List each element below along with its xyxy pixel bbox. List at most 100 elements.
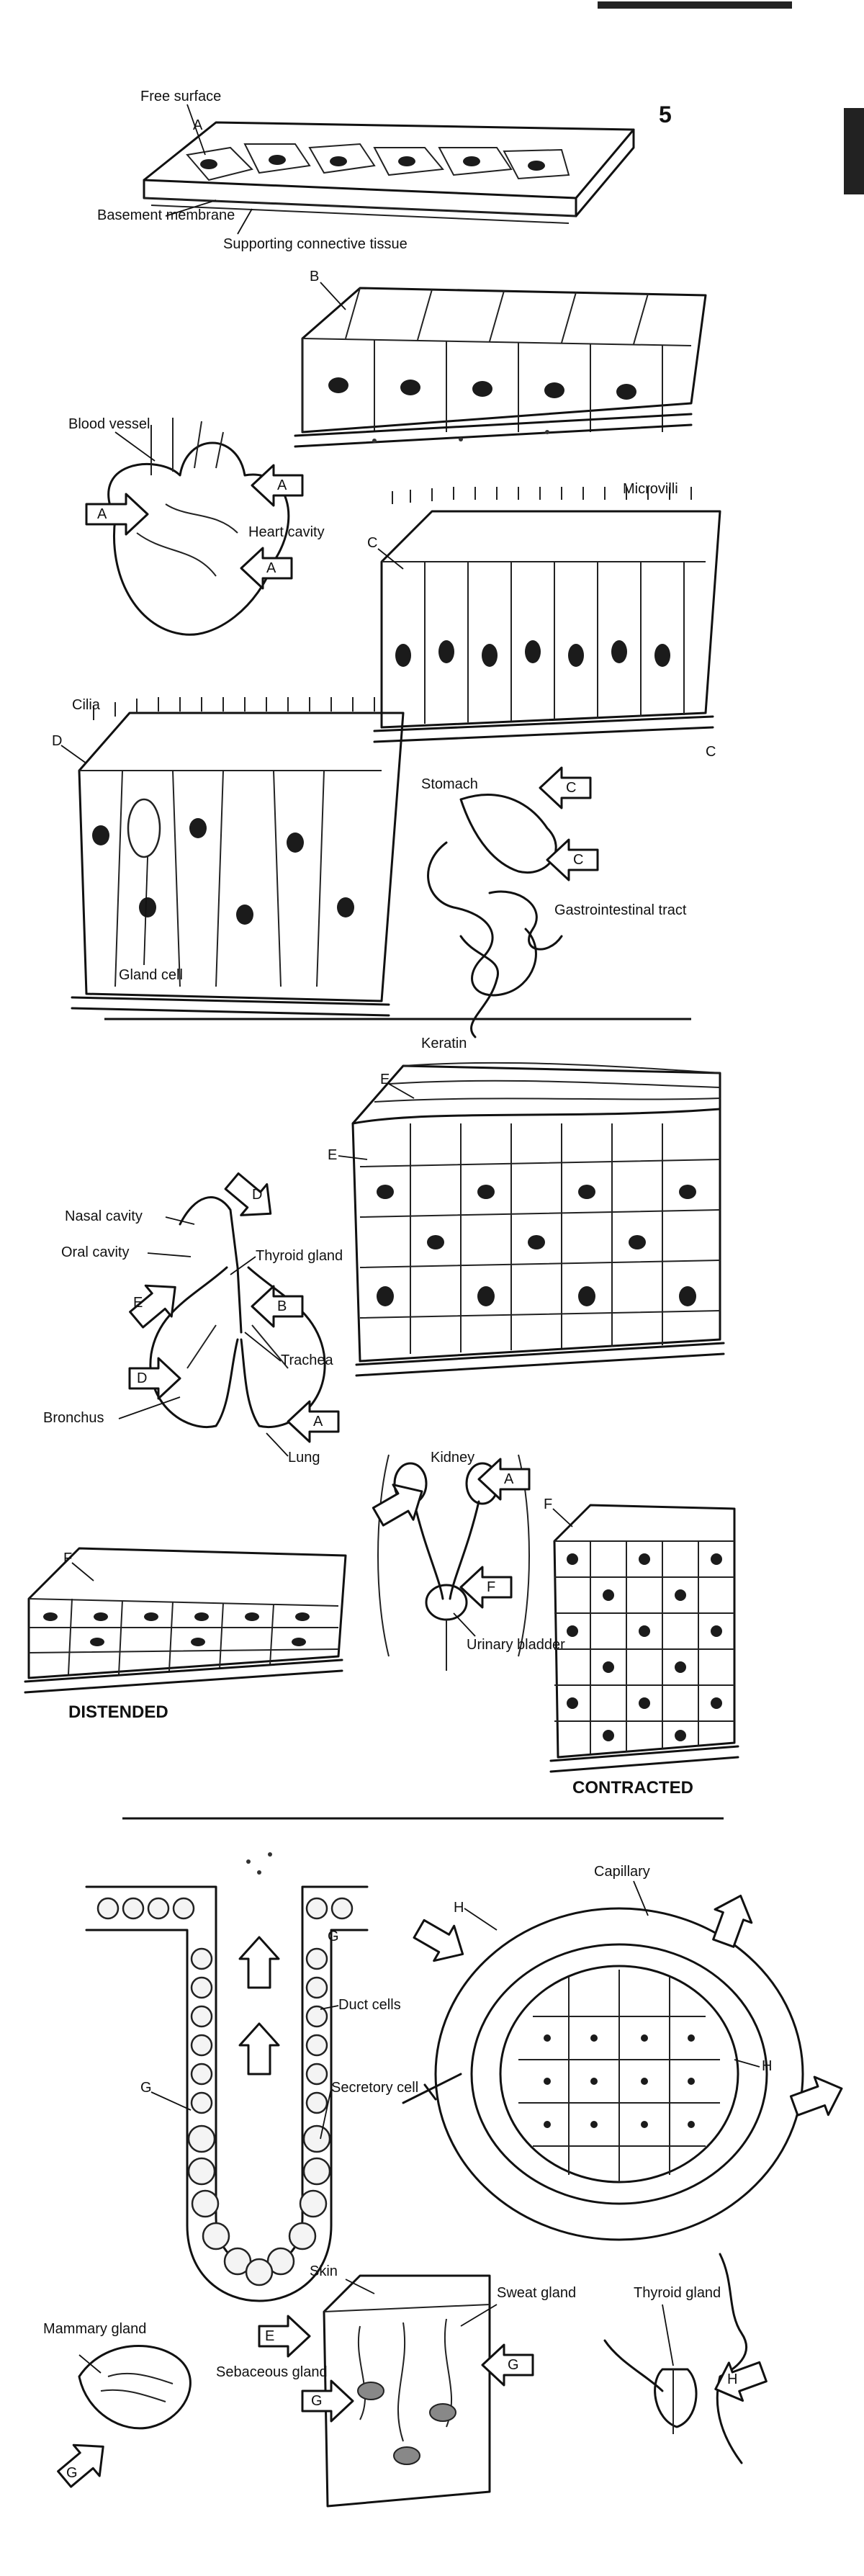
exocrine-gland-illustration xyxy=(85,1852,369,2302)
letter-e-1: E xyxy=(380,1072,390,1087)
arrow-a-heart-left xyxy=(85,493,149,536)
label-gi-tract: Gastrointestinal tract xyxy=(554,902,687,918)
mammary-gland-illustration xyxy=(57,2345,192,2488)
letter-c-1: C xyxy=(367,535,377,551)
arrow-d-nasal xyxy=(224,1172,272,1216)
label-capillary: Capillary xyxy=(594,1864,650,1880)
label-cilia: Cilia xyxy=(72,697,101,713)
simple-columnar-epithelium xyxy=(373,487,721,743)
section-2: Keratin E E Nasal cavity D Oral cavity E… xyxy=(24,1036,739,1798)
letter-a-6: A xyxy=(504,1471,514,1487)
arrow-a-lung xyxy=(287,1400,340,1443)
letter-g-5: G xyxy=(508,2357,519,2373)
gi-tract-illustration xyxy=(427,794,563,1038)
letter-c-4: C xyxy=(573,852,583,868)
arrow-h-thyroid xyxy=(714,2361,768,2402)
section-3: G Duct cells G Secretory cell Capillary … xyxy=(43,1852,843,2508)
label-keratin: Keratin xyxy=(421,1036,467,1051)
arrow-c-gi xyxy=(546,838,599,881)
top-edge-bar xyxy=(598,1,792,9)
label-secretory-cell: Secretory cell xyxy=(331,2080,418,2096)
neck-thyroid-illustration xyxy=(603,2253,768,2464)
label-sweat-gland: Sweat gland xyxy=(497,2285,576,2301)
letter-f-2: F xyxy=(487,1579,495,1595)
label-gland-cell: Gland cell xyxy=(119,967,183,983)
simple-cuboidal-epithelium xyxy=(294,287,707,448)
transitional-epithelium-contracted xyxy=(549,1504,739,1773)
page-number: 5 xyxy=(659,102,672,127)
label-urinary-bladder: Urinary bladder xyxy=(467,1637,565,1653)
arrow-duct-up-2 xyxy=(238,2022,280,2075)
letter-a-3: A xyxy=(277,477,287,493)
label-contracted: CONTRACTED xyxy=(572,1778,693,1798)
letter-h-2: H xyxy=(762,2058,772,2074)
letter-f-1: F xyxy=(63,1550,72,1566)
letter-b-2: B xyxy=(277,1298,287,1314)
letter-c-2: C xyxy=(706,744,716,760)
arrow-e-oral xyxy=(129,1284,176,1329)
letter-a-2: A xyxy=(97,506,107,522)
label-sebaceous-gland: Sebaceous gland xyxy=(216,2364,328,2380)
label-mammary-gland: Mammary gland xyxy=(43,2321,146,2337)
right-edge-tab xyxy=(844,108,864,194)
letter-e-3: E xyxy=(133,1295,143,1311)
label-lung: Lung xyxy=(288,1450,320,1466)
letter-a-4: A xyxy=(266,560,276,576)
urinary-system-illustration xyxy=(377,1454,530,1671)
pseudostratified-ciliated-epithelium xyxy=(71,697,405,1017)
arrow-c-stomach xyxy=(539,766,592,809)
arrow-d-bronchus xyxy=(128,1357,181,1400)
arrow-e-skin xyxy=(258,2315,311,2358)
letter-h-3: H xyxy=(727,2371,737,2387)
arrow-duct-up xyxy=(238,1936,280,1989)
arrow-a-kidney xyxy=(477,1458,531,1501)
thyroid-follicle-illustration xyxy=(402,1894,843,2241)
label-nasal-cavity: Nasal cavity xyxy=(65,1208,143,1224)
label-heart-cavity: Heart cavity xyxy=(248,524,325,540)
label-thyroid-gland-2: Thyroid gland xyxy=(256,1248,343,1264)
letter-g-3: G xyxy=(66,2465,78,2481)
letter-g-2: G xyxy=(140,2080,152,2096)
label-microvilli: Microvilli xyxy=(623,481,678,497)
label-distended: DISTENDED xyxy=(68,1702,168,1722)
arrow-h-right xyxy=(789,2075,843,2117)
transitional-epithelium-distended xyxy=(24,1547,347,1694)
letter-e-4: E xyxy=(265,2328,274,2344)
letter-d-3: D xyxy=(137,1370,147,1386)
section-1: Free surface A Basement membrane Support… xyxy=(52,89,721,1038)
label-trachea: Trachea xyxy=(281,1352,334,1368)
label-oral-cavity: Oral cavity xyxy=(61,1244,129,1260)
letter-a-5: A xyxy=(313,1414,323,1430)
label-free-surface: Free surface xyxy=(140,89,221,104)
label-bronchus: Bronchus xyxy=(43,1410,104,1426)
letter-a-1: A xyxy=(193,117,203,133)
arrow-kidney-left xyxy=(372,1484,423,1527)
arrow-h-top xyxy=(413,1918,464,1962)
letter-f-3: F xyxy=(544,1496,552,1512)
letter-e-2: E xyxy=(328,1147,337,1163)
arrow-b-thyroid xyxy=(251,1285,304,1328)
label-duct-cells: Duct cells xyxy=(338,1997,401,2013)
label-supporting-tissue: Supporting connective tissue xyxy=(223,236,408,252)
label-thyroid-gland-3: Thyroid gland xyxy=(634,2285,721,2301)
arrow-a-heart-cavity xyxy=(240,547,293,590)
letter-g-1: G xyxy=(328,1929,339,1944)
letter-h-1: H xyxy=(454,1900,464,1916)
letter-g-4: G xyxy=(311,2393,323,2409)
letter-d-2: D xyxy=(252,1187,262,1203)
arrow-g-sebaceous xyxy=(301,2379,354,2423)
label-skin: Skin xyxy=(310,2263,338,2279)
label-kidney: Kidney xyxy=(431,1450,474,1466)
arrow-f-bladder xyxy=(459,1566,513,1609)
label-blood-vessel: Blood vessel xyxy=(68,416,150,432)
skin-section-illustration xyxy=(258,2274,534,2508)
simple-squamous-epithelium xyxy=(143,121,635,224)
arrow-g-mammary xyxy=(57,2443,104,2488)
letter-b-1: B xyxy=(310,269,319,284)
arrow-capillary xyxy=(712,1894,753,1948)
letter-c-3: C xyxy=(566,780,576,796)
arrow-a-heart-right xyxy=(251,464,304,507)
arrow-g-sweat xyxy=(481,2343,534,2387)
letter-d-1: D xyxy=(52,733,62,749)
